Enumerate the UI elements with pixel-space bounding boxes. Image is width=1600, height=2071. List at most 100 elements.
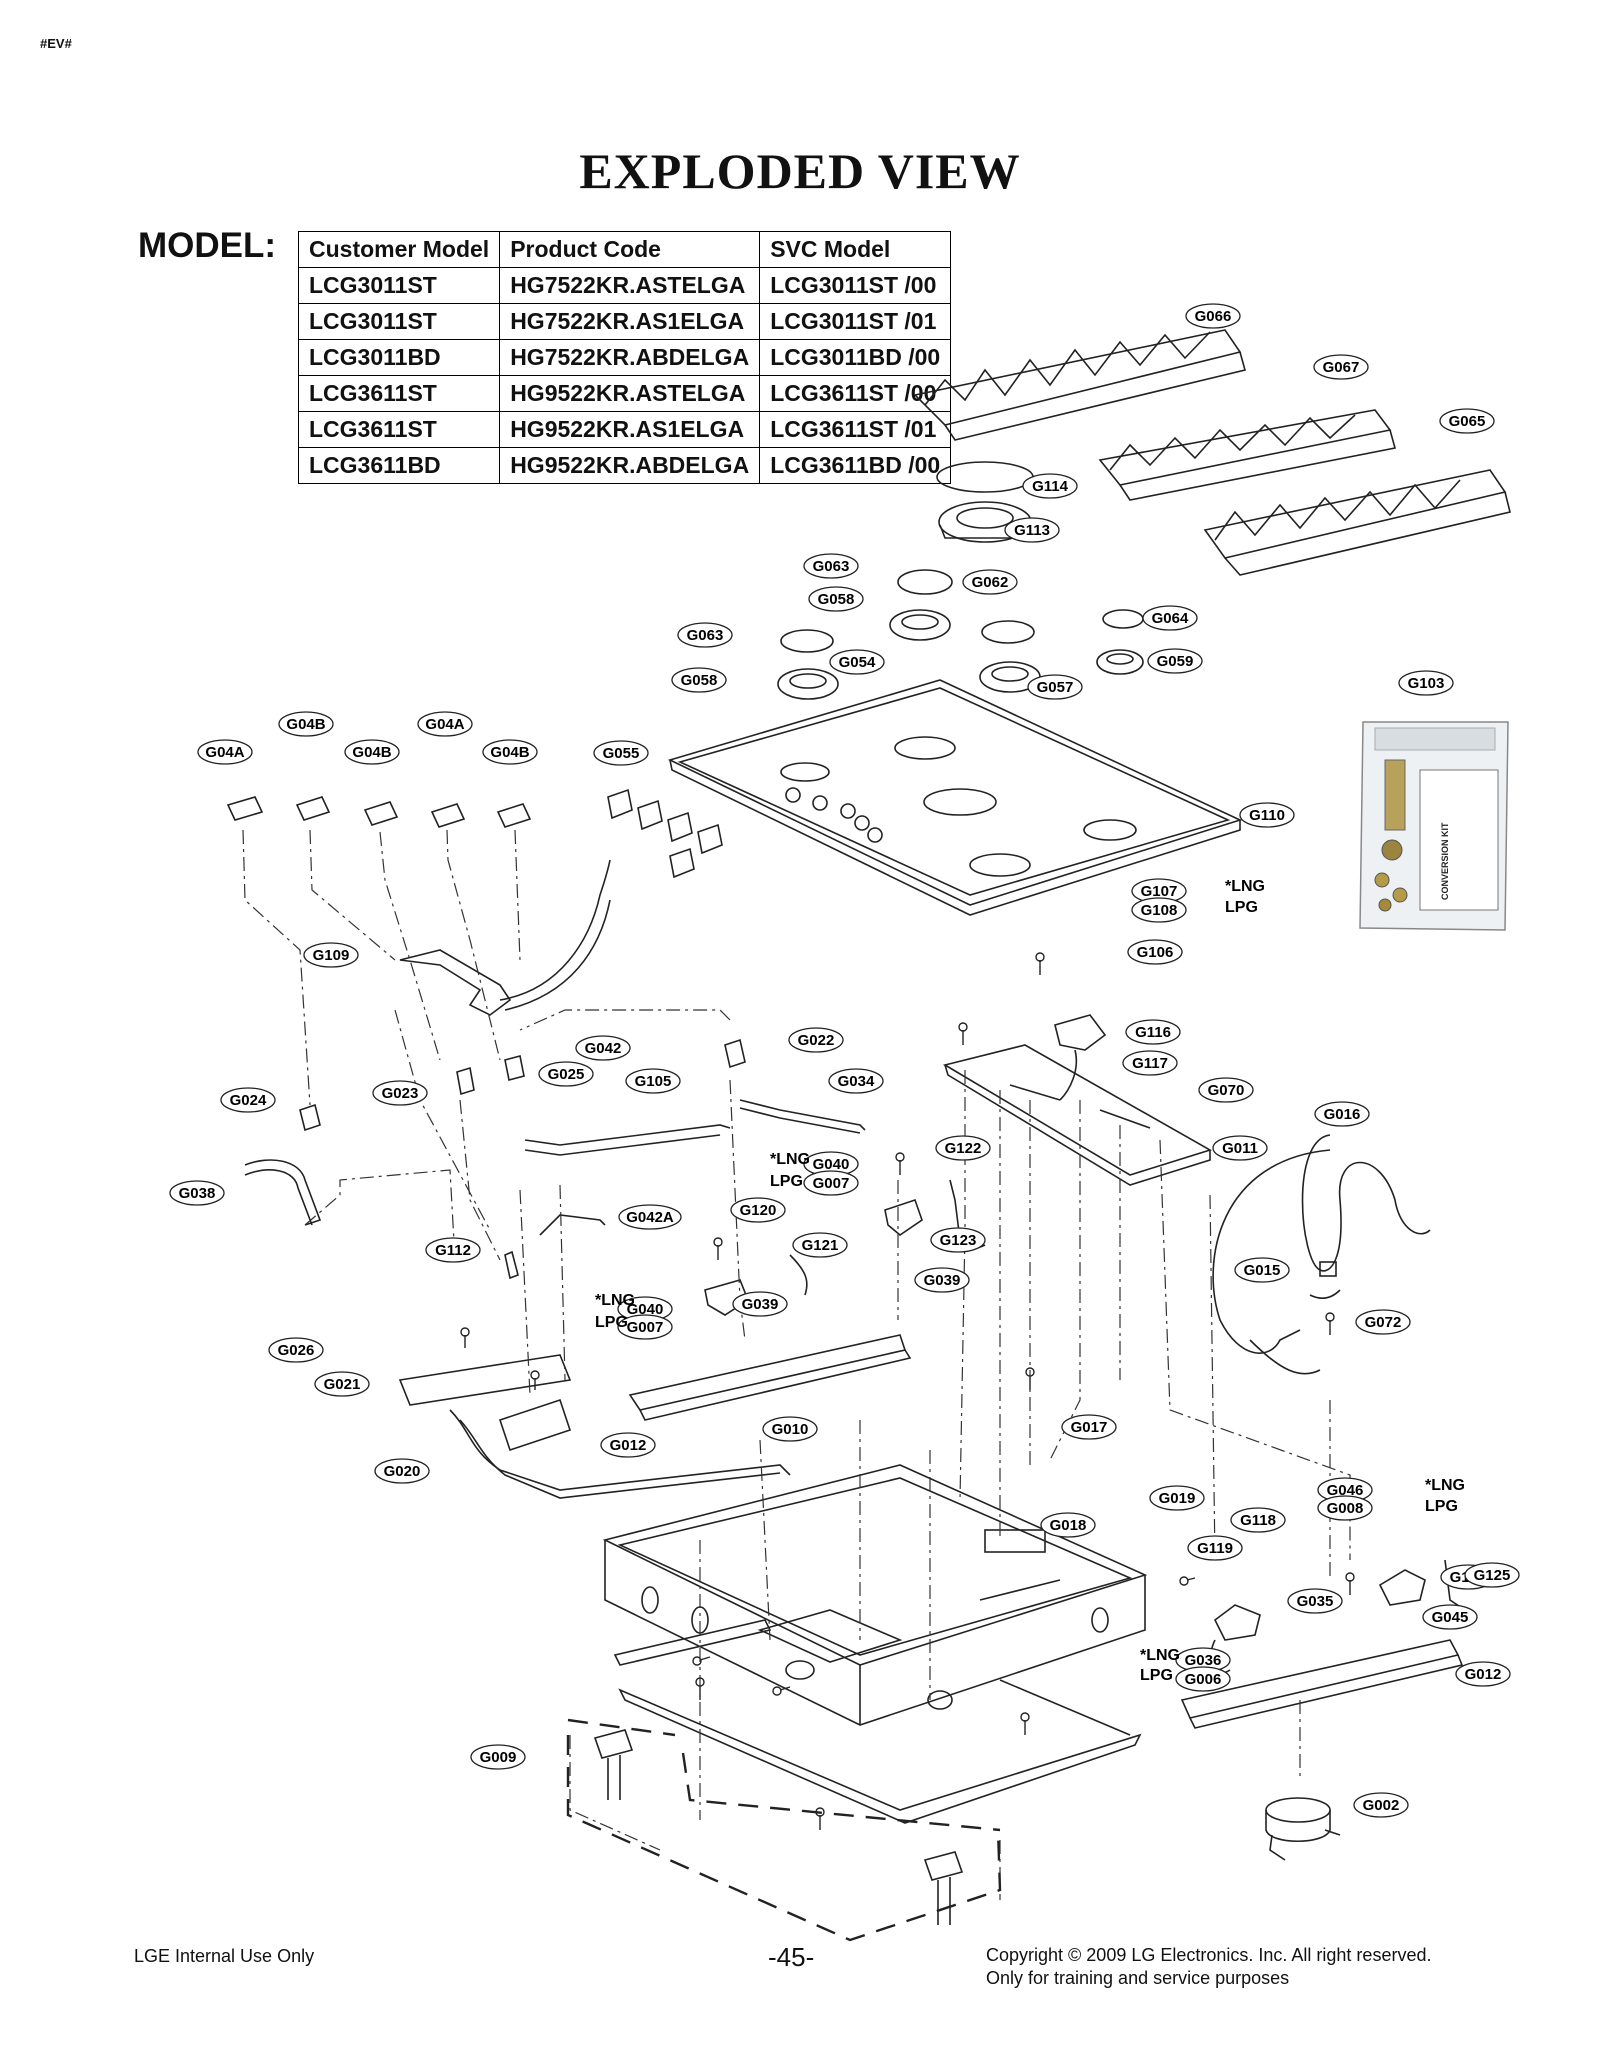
part-label-bubble <box>1422 1604 1478 1630</box>
power-cord <box>1212 1134 1431 1375</box>
part-label-g046: G046 <box>1317 1477 1373 1503</box>
part-label-text: G063 <box>813 558 850 575</box>
part-label-bubble <box>197 739 253 765</box>
part-label-g109: G109 <box>303 942 359 968</box>
part-label-bubble <box>314 1371 370 1397</box>
part-label-text: G017 <box>1071 1419 1108 1436</box>
part-label-g002: G002 <box>1353 1792 1409 1818</box>
part-label-text: G116 <box>1135 1024 1171 1041</box>
page-title: EXPLODED VIEW <box>579 143 1021 199</box>
part-label-text: G070 <box>1208 1082 1245 1099</box>
part-label-bubble <box>1142 605 1198 631</box>
part-label-text: G035 <box>1297 1593 1334 1610</box>
part-label-bubble <box>220 1087 276 1113</box>
part-label-text: G039 <box>742 1296 779 1313</box>
part-label-text: G034 <box>838 1073 875 1090</box>
part-label-bubble <box>1317 1495 1373 1521</box>
part-label-g020: G020 <box>374 1458 430 1484</box>
part-label-text: G008 <box>1327 1500 1364 1517</box>
part-label-text: G109 <box>313 947 350 964</box>
part-label-bubble <box>618 1204 682 1230</box>
part-label-text: G040 <box>627 1301 664 1318</box>
part-label-g010: G010 <box>762 1416 818 1442</box>
part-label-text: G046 <box>1327 1482 1364 1499</box>
part-label-text: G007 <box>627 1319 664 1336</box>
part-label-text: G072 <box>1365 1314 1402 1331</box>
model-label: MODEL: <box>138 226 277 265</box>
part-label-bubble <box>1131 897 1187 923</box>
svc-model-cell: LCG3011ST /00 <box>759 267 952 304</box>
svc-model-cell: LCG3611ST /01 <box>759 411 952 448</box>
part-label-text: G119 <box>1197 1540 1233 1557</box>
part-label-bubble <box>268 1337 324 1363</box>
part-label-bubble <box>278 711 334 737</box>
part-label-g04b: G04B <box>482 739 538 765</box>
part-label-bubble <box>803 1170 859 1196</box>
part-label-bubble <box>600 1432 656 1458</box>
part-label-g118: G118 <box>1230 1507 1286 1533</box>
copyright-line: Copyright © 2009 LG Electronics. Inc. Al… <box>986 1945 1432 1965</box>
part-label-bubble <box>617 1314 673 1340</box>
part-label-bubble <box>677 622 733 648</box>
part-label-bubble <box>1122 1050 1178 1076</box>
part-label-g117: G117 <box>1122 1050 1178 1076</box>
header-product-code: Product Code <box>499 231 761 268</box>
part-label-text: G125 <box>1474 1567 1511 1584</box>
part-label-bubble <box>1147 648 1203 674</box>
part-label-text: G04B <box>286 716 325 733</box>
product-code-cell: HG9522KR.AS1ELGA <box>499 411 761 448</box>
grate-left <box>913 329 1246 441</box>
part-label-text: G122 <box>945 1140 982 1157</box>
part-label-g054: G054 <box>829 649 885 675</box>
part-label-g072: G072 <box>1355 1309 1411 1335</box>
part-label-text: G112 <box>435 1242 471 1259</box>
part-label-bubble <box>1022 473 1078 499</box>
part-label-g019: G019 <box>1149 1485 1205 1511</box>
part-label-g067: G067 <box>1313 354 1369 380</box>
part-label-g04a: G04A <box>197 739 253 765</box>
header-customer-model: Customer Model <box>297 231 501 268</box>
part-label-g066: G066 <box>1185 303 1241 329</box>
lpg-note: LPG <box>1140 1667 1173 1684</box>
part-label-g009: G009 <box>470 1744 526 1770</box>
part-label-g026: G026 <box>268 1337 324 1363</box>
part-label-bubble <box>425 1237 481 1263</box>
part-label-text: G045 <box>1432 1609 1469 1626</box>
lng-note: *LNG <box>1140 1647 1180 1664</box>
part-label-g107: G107 <box>1131 878 1187 904</box>
part-label-g119: G119 <box>1187 1535 1243 1561</box>
part-label-text: G067 <box>1323 359 1360 376</box>
part-label-bubble <box>1398 670 1454 696</box>
chassis-box <box>602 1464 1148 1726</box>
part-label-g036: G036 <box>1175 1647 1231 1673</box>
part-label-text: G058 <box>681 672 718 689</box>
training-line: Only for training and service purposes <box>986 1968 1290 1988</box>
part-label-g008: G008 <box>1317 1495 1373 1521</box>
part-label-g059: G059 <box>1147 648 1203 674</box>
part-label-text: G036 <box>1185 1652 1222 1669</box>
part-label-bubble <box>1230 1507 1286 1533</box>
lpg-note: LPG <box>595 1314 628 1331</box>
part-label-bubble <box>671 667 727 693</box>
part-label-text: G024 <box>230 1092 267 1109</box>
manifold <box>398 1354 791 1499</box>
part-label-text: G010 <box>772 1421 809 1438</box>
part-label-bubble <box>732 1291 788 1317</box>
part-label-g039: G039 <box>732 1291 788 1317</box>
part-label-bubble <box>803 553 859 579</box>
part-label-bubble <box>593 740 649 766</box>
part-label-g023: G023 <box>372 1080 428 1106</box>
part-label-g125: G125 <box>1464 1562 1520 1588</box>
part-label-bubble <box>792 1232 848 1258</box>
page-number: -45- <box>768 1942 815 1972</box>
part-label-g114: G114 <box>1022 473 1078 499</box>
part-label-g035: G035 <box>1287 1588 1343 1614</box>
product-code-cell: HG9522KR.ASTELGA <box>499 375 761 412</box>
part-label-bubble <box>1212 1135 1268 1161</box>
part-label-text: G016 <box>1324 1106 1361 1123</box>
part-label-g105: G105 <box>625 1068 681 1094</box>
part-label-bubble <box>730 1197 786 1223</box>
